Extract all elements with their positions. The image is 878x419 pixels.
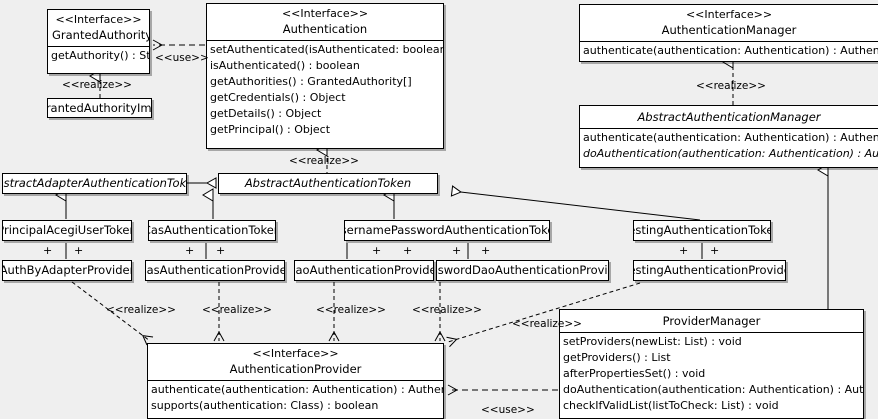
operation: setAuthenticated(isAuthenticated: boolea… bbox=[210, 43, 443, 56]
class-header: <<Interface>> AuthenticationProvider bbox=[148, 344, 443, 380]
label-realize-password-dao: <<realize>> bbox=[412, 304, 482, 316]
link-testing-token-extends-abstract-authentication-token bbox=[452, 191, 701, 221]
operation: getAuthorities() : GrantedAuthority[] bbox=[210, 75, 412, 88]
operation: authenticate(authentication: Authenticat… bbox=[583, 131, 878, 144]
label-realize-authentication-manager: <<realize>> bbox=[696, 80, 766, 92]
operation: authenticate(authentication: Authenticat… bbox=[583, 44, 878, 57]
class-testing-authentication-token[interactable]: TestingAuthenticationToken bbox=[633, 220, 771, 241]
class-name: TestingAuthenticationProvider bbox=[634, 263, 785, 277]
operation: getPrincipal() : Object bbox=[210, 123, 331, 136]
class-granted-authority-impl[interactable]: GrantedAuthorityImpl bbox=[47, 98, 152, 118]
operations-compartment: authenticate(authentication: Authenticat… bbox=[148, 380, 443, 415]
operations-compartment: authenticate(authentication: Authenticat… bbox=[580, 41, 878, 60]
operations-compartment: authenticate(authentication: Authenticat… bbox=[580, 128, 878, 163]
operation: supports(authentication: Class) : boolea… bbox=[151, 399, 379, 412]
class-name: AbstractAuthenticationManager bbox=[637, 110, 821, 124]
class-authentication-manager[interactable]: <<Interface>> AuthenticationManager auth… bbox=[579, 4, 878, 62]
assoc-marker: + bbox=[481, 244, 491, 257]
label-realize-dao: <<realize>> bbox=[316, 304, 386, 316]
stereotype-label: <<Interface>> bbox=[252, 347, 339, 360]
assoc-marker: + bbox=[679, 244, 689, 257]
class-name: UsernamePasswordAuthenticationToken bbox=[344, 223, 549, 237]
assoc-marker: + bbox=[372, 244, 382, 257]
label-use-provider-manager: <<use>> bbox=[481, 404, 535, 416]
assoc-marker: + bbox=[216, 244, 226, 257]
label-realize-cas: <<realize>> bbox=[202, 304, 272, 316]
class-name: PasswordDaoAuthenticationProvider bbox=[437, 263, 608, 277]
label-realize-granted-authority: <<realize>> bbox=[62, 79, 132, 91]
operations-compartment: setAuthenticated(isAuthenticated: boolea… bbox=[207, 40, 443, 139]
stereotype-label: <<Interface>> bbox=[55, 13, 142, 26]
class-username-password-authentication-token[interactable]: UsernamePasswordAuthenticationToken bbox=[344, 220, 550, 241]
assoc-marker: + bbox=[185, 244, 195, 257]
assoc-marker: + bbox=[403, 244, 413, 257]
operation: getCredentials() : Object bbox=[210, 91, 346, 104]
class-cas-authentication-token[interactable]: CasAuthenticationToken bbox=[148, 220, 276, 241]
class-header: <<Interface>> Authentication bbox=[207, 4, 443, 40]
class-header: ProviderManager bbox=[560, 310, 863, 332]
class-name: AuthByAdapterProvider bbox=[2, 263, 132, 277]
operation: doAuthentication(authentication: Authent… bbox=[583, 147, 878, 160]
class-abstract-adapter-authentication-token[interactable]: AbstractAdapterAuthenticationToken bbox=[2, 173, 187, 194]
label-realize-authentication-token: <<realize>> bbox=[289, 155, 359, 167]
class-header: AbstractAuthenticationManager bbox=[580, 106, 878, 128]
class-name: AuthenticationProvider bbox=[229, 362, 362, 376]
class-name: AuthenticationManager bbox=[661, 23, 797, 37]
class-name: Authentication bbox=[282, 22, 368, 36]
class-abstract-authentication-manager[interactable]: AbstractAuthenticationManager authentica… bbox=[579, 105, 878, 168]
class-principal-acegi-user-token[interactable]: PrincipalAcegiUserToken bbox=[2, 220, 132, 241]
class-testing-authentication-provider[interactable]: TestingAuthenticationProvider bbox=[633, 260, 786, 281]
class-name: GrantedAuthority bbox=[52, 28, 150, 42]
class-dao-authentication-provider[interactable]: DaoAuthenticationProvider bbox=[294, 260, 434, 281]
label-realize-testing: <<realize>> bbox=[512, 318, 582, 330]
assoc-marker: + bbox=[74, 244, 84, 257]
class-granted-authority[interactable]: <<Interface>> GrantedAuthority getAuthor… bbox=[47, 9, 150, 74]
class-name: CasAuthenticationProvider bbox=[145, 263, 285, 277]
class-cas-authentication-provider[interactable]: CasAuthenticationProvider bbox=[145, 260, 285, 281]
class-name: CasAuthenticationToken bbox=[148, 223, 276, 237]
operations-compartment: getAuthority() : String bbox=[48, 46, 149, 65]
operations-compartment: setProviders(newList: List) : void getPr… bbox=[560, 332, 863, 415]
class-name: AbstractAdapterAuthenticationToken bbox=[3, 176, 187, 190]
assoc-marker: + bbox=[452, 244, 462, 257]
stereotype-label: <<Interface>> bbox=[685, 8, 773, 21]
class-provider-manager[interactable]: ProviderManager setProviders(newList: Li… bbox=[559, 309, 864, 419]
operation: authenticate(authentication: Authenticat… bbox=[151, 383, 443, 396]
label-realize-auth-by-adapter: <<realize>> bbox=[106, 304, 176, 316]
class-header: <<Interface>> GrantedAuthority bbox=[48, 10, 149, 46]
class-name: AbstractAuthenticationToken bbox=[244, 176, 412, 190]
class-name: ProviderManager bbox=[662, 314, 761, 328]
class-abstract-authentication-token[interactable]: AbstractAuthenticationToken bbox=[218, 173, 438, 194]
assoc-marker: + bbox=[710, 244, 720, 257]
operation: setProviders(newList: List) : void bbox=[563, 335, 742, 348]
operation: doAuthentication(authentication: Authent… bbox=[563, 383, 864, 396]
stereotype-label: <<Interface>> bbox=[281, 7, 369, 20]
class-name: TestingAuthenticationToken bbox=[634, 223, 770, 237]
class-name: PrincipalAcegiUserToken bbox=[2, 223, 132, 237]
class-auth-by-adapter-provider[interactable]: AuthByAdapterProvider bbox=[2, 260, 132, 281]
label-use-granted-authority: <<use>> bbox=[155, 52, 209, 64]
operation: getDetails() : Object bbox=[210, 107, 322, 120]
class-name: DaoAuthenticationProvider bbox=[294, 263, 434, 277]
operation: afterPropertiesSet() : void bbox=[563, 367, 706, 380]
class-header: <<Interface>> AuthenticationManager bbox=[580, 5, 878, 41]
class-name: GrantedAuthorityImpl bbox=[48, 100, 152, 115]
operation: getAuthority() : String bbox=[51, 49, 149, 62]
operation: getProviders() : List bbox=[563, 351, 671, 364]
class-authentication-provider[interactable]: <<Interface>> AuthenticationProvider aut… bbox=[147, 343, 444, 419]
operation: checkIfValidList(listToCheck: List) : vo… bbox=[563, 399, 779, 412]
class-password-dao-authentication-provider[interactable]: PasswordDaoAuthenticationProvider bbox=[436, 260, 609, 281]
assoc-marker: + bbox=[43, 244, 53, 257]
operation: isAuthenticated() : boolean bbox=[210, 59, 360, 72]
class-authentication[interactable]: <<Interface>> Authentication setAuthenti… bbox=[206, 3, 444, 149]
